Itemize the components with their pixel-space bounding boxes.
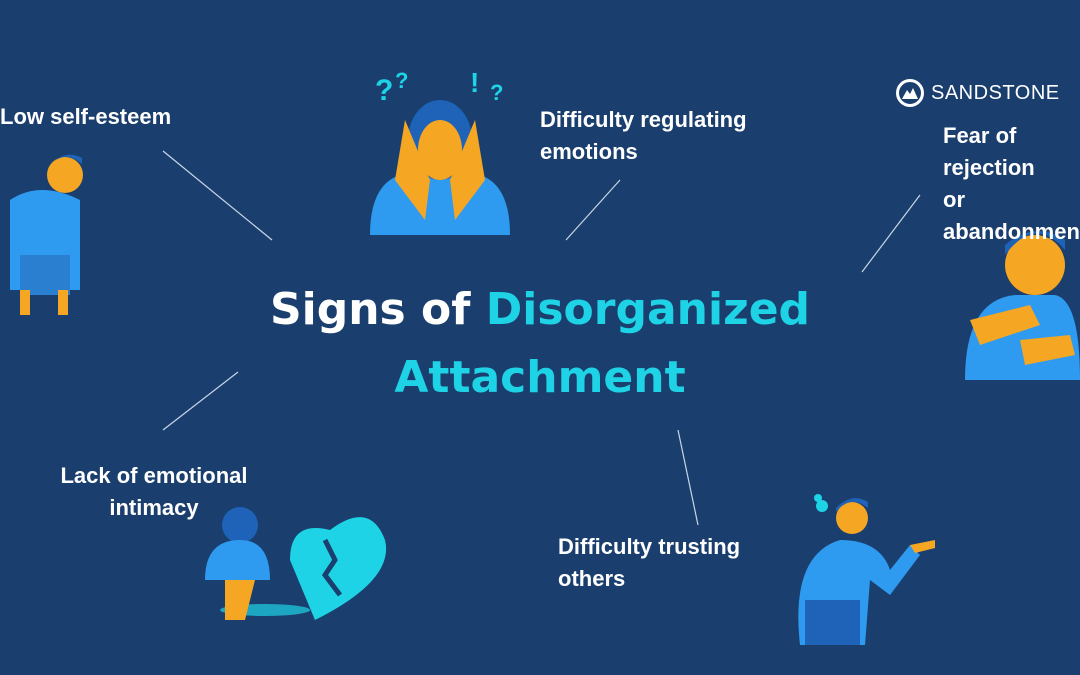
sign-label-line2: or abandonment	[943, 187, 1080, 244]
page-title: Signs of Disorganized Attachment	[0, 276, 1080, 412]
sign-label-line1: Fear of rejection	[943, 123, 1035, 180]
title-part3: Attachment	[394, 352, 686, 403]
sign-difficulty-trusting-others: Difficulty trusting others	[558, 531, 740, 595]
fearful-man-illustration	[965, 231, 1080, 380]
sign-label-line2: intimacy	[109, 495, 199, 520]
sad-man-illustration	[10, 154, 83, 315]
crying-woman-broken-heart-illustration	[205, 507, 387, 620]
pointing-man-illustration	[798, 494, 935, 645]
connector-lines	[162, 150, 921, 526]
sign-label-line2: emotions	[540, 139, 638, 164]
sign-label-line2: others	[558, 566, 626, 591]
stressed-woman-illustration: ? ? ! ?	[370, 67, 510, 235]
svg-text:!: !	[470, 67, 479, 98]
title-part2: Disorganized	[485, 284, 811, 335]
sign-label-line1: Lack of emotional	[60, 463, 248, 488]
sign-low-self-esteem: Low self-esteem	[0, 101, 171, 133]
sign-label-line1: Difficulty regulating	[540, 107, 747, 132]
sign-fear-of-rejection: Fear of rejection or abandonment	[943, 120, 1080, 248]
sign-label-line1: Difficulty trusting	[558, 534, 741, 559]
title-part1: Signs of	[269, 284, 471, 335]
sign-label: Low self-esteem	[0, 104, 172, 129]
mountain-icon	[896, 79, 924, 107]
svg-text:?: ?	[490, 80, 503, 105]
sign-difficulty-regulating-emotions: Difficulty regulating emotions	[540, 104, 747, 168]
brand-name: SANDSTONE	[931, 81, 1060, 104]
svg-text:?: ?	[395, 68, 408, 93]
svg-text:?: ?	[375, 74, 393, 107]
sandstone-logo: SANDSTONE	[896, 79, 1060, 107]
sign-lack-of-emotional-intimacy: Lack of emotional intimacy	[38, 460, 270, 524]
